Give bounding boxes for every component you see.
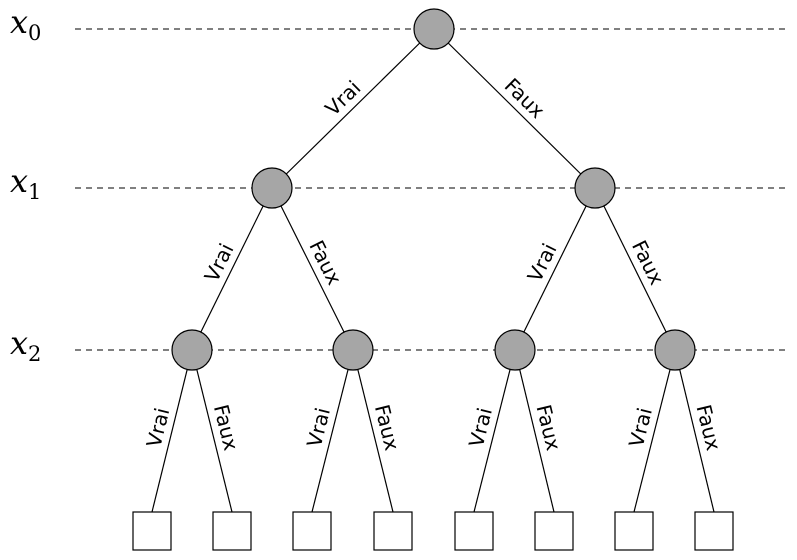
edge-label-faux: Faux xyxy=(627,236,669,288)
edge-label-faux: Faux xyxy=(209,402,243,453)
leaf-node xyxy=(454,511,494,551)
tree-edge xyxy=(594,187,676,351)
leaf-node xyxy=(534,511,574,551)
edge-label-faux: Faux xyxy=(531,402,565,453)
tree-edge xyxy=(514,187,596,351)
level-label-x1: x1 xyxy=(10,162,41,204)
edge-label-vrai: Vrai xyxy=(320,76,365,121)
tree-edge xyxy=(191,187,273,351)
edge-label-vrai: Vrai xyxy=(522,239,561,285)
tree-edge xyxy=(271,187,354,351)
tree-edge xyxy=(151,349,193,513)
decision-node xyxy=(574,167,616,209)
decision-node xyxy=(494,329,536,371)
leaf-node xyxy=(614,511,654,551)
decision-node xyxy=(251,167,293,209)
decision-node xyxy=(654,329,696,371)
decision-node xyxy=(171,329,213,371)
leaf-node xyxy=(132,511,172,551)
tree-edge xyxy=(271,28,435,189)
leaf-node xyxy=(292,511,332,551)
leaf-node xyxy=(373,511,413,551)
tree-edge xyxy=(433,28,596,189)
decision-node xyxy=(413,8,455,50)
tree-edge xyxy=(191,349,233,513)
tree-edge xyxy=(352,349,394,513)
tree-edge xyxy=(473,349,516,513)
leaf-node xyxy=(694,511,734,551)
edge-label-vrai: Vrai xyxy=(199,239,238,285)
tree-edge xyxy=(514,349,555,513)
tree-edge xyxy=(674,349,715,513)
edge-label-faux: Faux xyxy=(304,236,346,288)
tree-edge xyxy=(633,349,676,513)
level-label-x0: x0 xyxy=(10,3,41,45)
tree-edge xyxy=(311,349,354,513)
edge-label-faux: Faux xyxy=(500,73,550,123)
leaf-node xyxy=(212,511,252,551)
edge-label-faux: Faux xyxy=(691,402,725,453)
decision-node xyxy=(332,329,374,371)
level-label-x2: x2 xyxy=(10,324,41,366)
edge-label-faux: Faux xyxy=(370,402,404,453)
